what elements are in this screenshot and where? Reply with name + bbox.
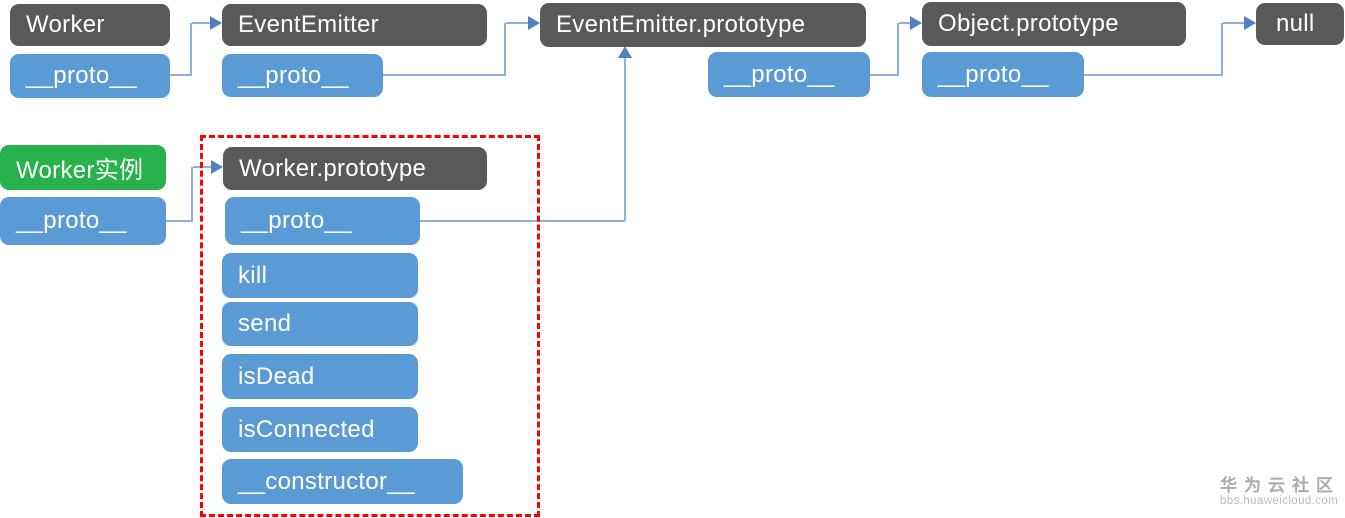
node-worker-proto: __proto__ (10, 54, 170, 98)
node-worker: Worker (10, 4, 170, 46)
node-worker-instance-proto: __proto__ (0, 197, 166, 245)
node-member-isconnected: isConnected (222, 407, 418, 452)
watermark-title: 华为云社区 (1220, 476, 1340, 495)
connector-instance-to-workerprototype-h1 (166, 220, 193, 222)
node-null: null (1256, 3, 1344, 45)
connector-objectprototype-to-null-h2 (1223, 22, 1244, 24)
worker-prototype-highlight-border (200, 135, 540, 517)
node-member-send: send (222, 302, 418, 346)
connector-eeprototype-to-objectprototype-h1 (870, 74, 899, 76)
node-member-constructor: __constructor__ (222, 459, 463, 504)
connector-worker-to-eventemitter-h1 (170, 74, 192, 76)
node-object-prototype: Object.prototype (922, 2, 1186, 46)
connector-worker-to-eventemitter-v (190, 23, 192, 76)
connector-eventemitter-to-prototype-v (504, 23, 506, 76)
node-object-prototype-proto: __proto__ (922, 52, 1084, 97)
node-eventemitter-proto: __proto__ (222, 54, 383, 97)
arrowhead-to-eventemitter-icon (210, 16, 222, 30)
arrowhead-to-objectprototype-icon (910, 16, 922, 30)
arrowhead-to-null-icon (1244, 16, 1256, 30)
node-worker-instance: Worker实例 (0, 145, 166, 190)
connector-objectprototype-to-null-v (1221, 23, 1223, 76)
connector-eventemitter-to-prototype-h1 (383, 74, 506, 76)
node-eventemitter-prototype: EventEmitter.prototype (540, 3, 866, 47)
connector-workerprototype-to-eeprototype-h1 (420, 220, 625, 222)
connector-worker-to-eventemitter-h2 (192, 22, 211, 24)
node-eventemitter: EventEmitter (222, 4, 487, 46)
connector-eeprototype-to-objectprototype-h2 (899, 22, 910, 24)
connector-eeprototype-to-objectprototype-v (897, 23, 899, 76)
arrowhead-to-workerprototype-icon (211, 160, 223, 174)
connector-eventemitter-to-prototype-h2 (506, 22, 528, 24)
node-worker-prototype-proto: __proto__ (225, 197, 420, 245)
arrowhead-to-eeprototype-icon (528, 16, 540, 30)
node-member-isdead: isDead (222, 354, 418, 399)
connector-instance-to-workerprototype-v (191, 167, 193, 222)
arrowhead-to-eeprototype-bottom-icon (618, 46, 632, 58)
watermark: 华为云社区 bbs.huaweicloud.com (1220, 476, 1340, 508)
connector-workerprototype-to-eeprototype-v (624, 58, 626, 221)
node-member-kill: kill (222, 253, 418, 298)
connector-objectprototype-to-null-h1 (1084, 74, 1223, 76)
watermark-url: bbs.huaweicloud.com (1220, 495, 1339, 507)
node-worker-prototype: Worker.prototype (223, 147, 487, 190)
node-eventemitter-prototype-proto: __proto__ (708, 52, 870, 97)
